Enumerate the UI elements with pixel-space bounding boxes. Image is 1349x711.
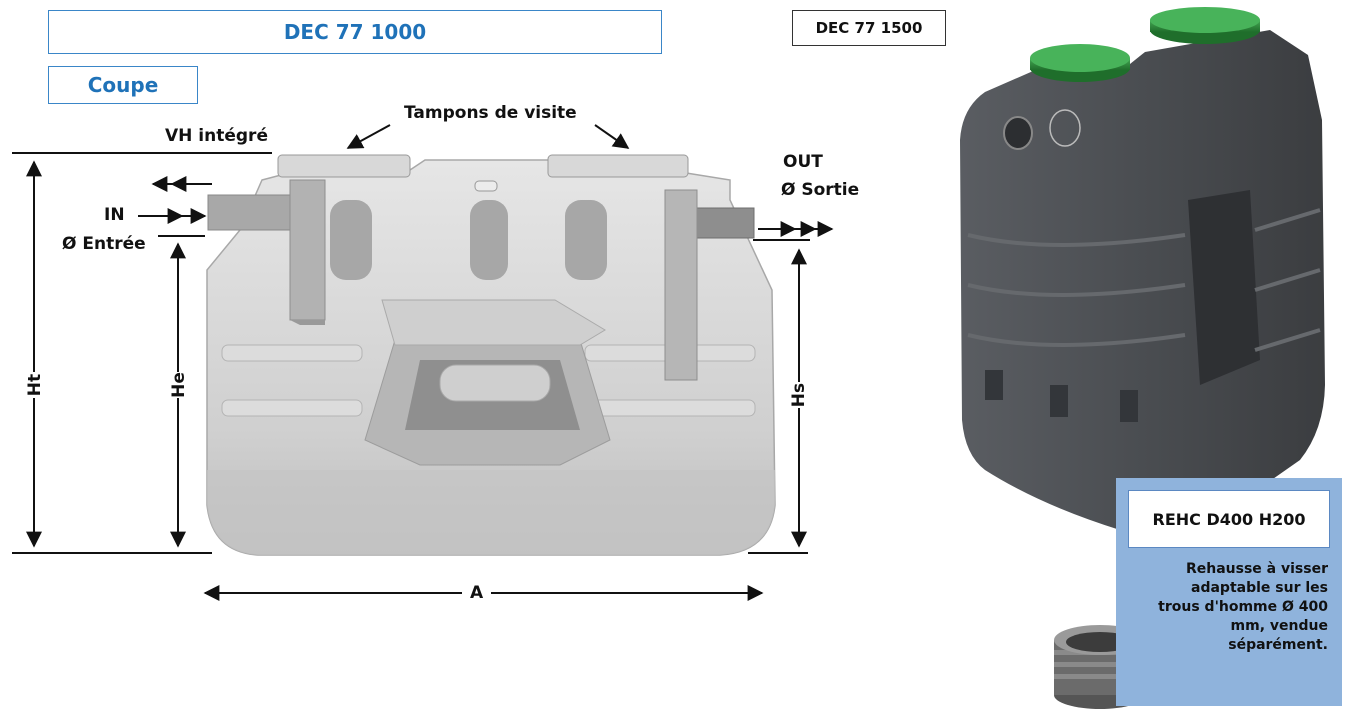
model-title: DEC 77 1000 xyxy=(48,10,662,54)
tank-3d xyxy=(960,7,1325,530)
flow-arrows xyxy=(138,176,834,237)
dimension-ht: Ht xyxy=(25,372,45,398)
out-diameter-label: Ø Sortie xyxy=(781,180,860,200)
in-diameter-label: Ø Entrée xyxy=(62,234,146,254)
dimension-he: He xyxy=(169,372,189,398)
tank-section xyxy=(206,154,776,556)
accessory-panel: REHC D400 H200 Rehausse à visser adaptab… xyxy=(1116,478,1342,706)
in-label: IN xyxy=(104,205,125,225)
dimension-a: A xyxy=(462,583,492,603)
accessory-title: REHC D400 H200 xyxy=(1128,490,1330,548)
vh-label: VH intégré xyxy=(165,126,268,146)
variant-title: DEC 77 1500 xyxy=(792,10,946,46)
out-label: OUT xyxy=(783,152,823,172)
section-title: Coupe xyxy=(48,66,198,104)
dimension-hs: Hs xyxy=(789,382,809,408)
tampons-label: Tampons de visite xyxy=(404,103,577,123)
accessory-description: Rehausse à visser adaptable sur les trou… xyxy=(1158,561,1328,653)
